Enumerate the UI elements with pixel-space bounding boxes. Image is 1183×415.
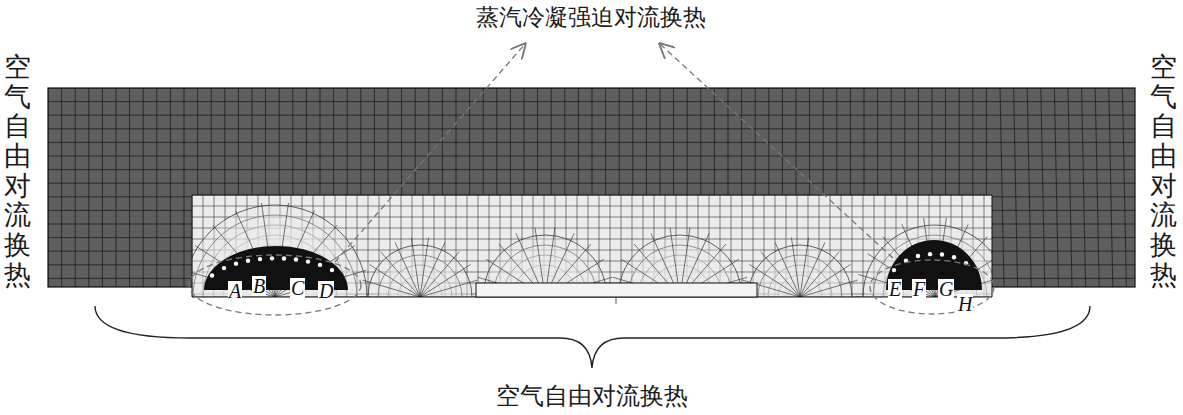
point-letter: C	[290, 278, 305, 298]
leader-arrow	[660, 44, 893, 258]
leader-arrow	[335, 44, 525, 262]
point-letter: E	[888, 279, 902, 299]
zone-outline	[189, 255, 361, 315]
base-plate	[476, 283, 757, 297]
point-letter: B	[252, 276, 266, 296]
brace	[95, 306, 1090, 368]
region-note: 空气自由对流换热	[496, 380, 688, 412]
point-letter: F	[912, 279, 926, 299]
side-note: 空气自由对流换热	[4, 52, 31, 290]
point-letter: H	[957, 294, 973, 314]
side-note: 空气自由对流换热	[1150, 52, 1177, 290]
inner-border	[192, 195, 992, 297]
point-letter: A	[228, 281, 242, 301]
point-letter: D	[318, 281, 334, 301]
point-letter: G	[938, 279, 954, 299]
inner-mesh	[192, 195, 992, 297]
zone-outline	[870, 260, 994, 314]
region-note: 蒸汽冷凝强迫对流换热	[476, 2, 706, 33]
center-mark	[616, 297, 617, 304]
